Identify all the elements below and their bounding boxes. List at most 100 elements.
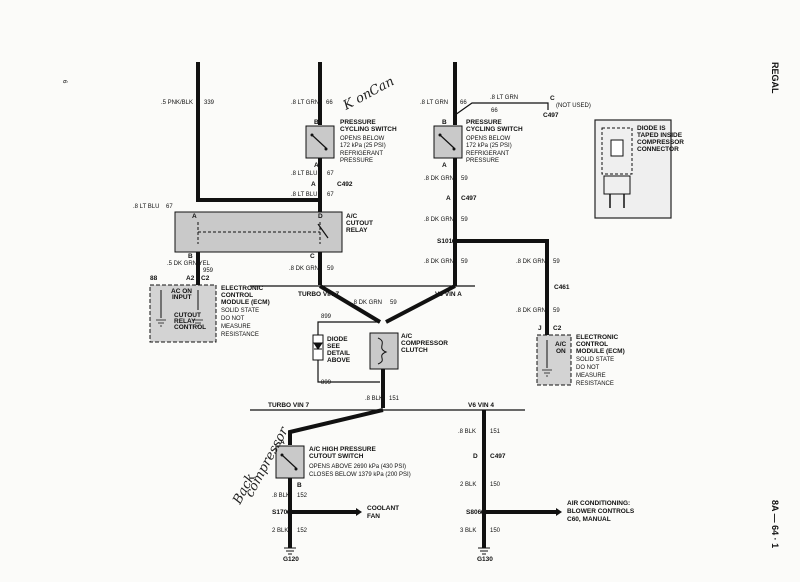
component-text: 172 kPa (25 PSI)	[340, 143, 386, 149]
wire-circuit: 59	[461, 176, 468, 182]
ecm-text: RELAY	[174, 318, 196, 325]
wire-circuit: 59	[327, 266, 334, 272]
component-title: ELECTRONIC	[221, 285, 264, 292]
wire-label: 3 BLK	[460, 528, 476, 534]
wire-lt-grn-c497	[454, 102, 549, 116]
wire-label: .5 PNK/BLK	[161, 100, 193, 106]
component-title: A/C HIGH PRESSURE	[309, 446, 376, 453]
wire-to-hp-switch	[288, 408, 384, 445]
wire-diode	[317, 321, 380, 383]
wire-label: .8 DK GRN	[424, 176, 454, 182]
wire-circuit: 151	[490, 429, 501, 435]
ground-label: G130	[477, 556, 493, 563]
wire-circuit: 66	[460, 100, 467, 106]
wire-label: .8 LT GRN	[420, 100, 448, 106]
wire-circuit: 899	[321, 314, 332, 320]
splice-label: S806	[466, 509, 482, 516]
wire-label: .8 LT GRN	[490, 95, 518, 101]
detail-text: DIODE IS	[637, 125, 666, 132]
wire-label: 2 BLK	[460, 482, 476, 488]
ecm-right	[536, 334, 572, 386]
pin-label: 88	[150, 275, 158, 282]
pin-label: B	[314, 119, 319, 126]
component-text: MEASURE	[576, 373, 606, 379]
diode-detail-box	[594, 119, 672, 219]
wire-circuit: 66	[491, 108, 498, 114]
component-text: CUTOUT SWITCH	[309, 453, 364, 460]
component-text: MODULE (ECM)	[576, 348, 625, 355]
wire-circuit: 152	[297, 528, 308, 534]
component-title: PRESSURE	[466, 119, 502, 126]
pin-label: B	[188, 253, 193, 260]
variant-label: V6 VIN A	[435, 291, 462, 298]
pin-label: B	[442, 119, 447, 126]
component-text: RESISTANCE	[221, 332, 259, 338]
page-number: 8A — 64 · 1	[770, 500, 780, 548]
component-text: OPENS BELOW	[466, 136, 511, 142]
connector-label: C2	[201, 275, 210, 282]
ecm-text: CUTOUT	[174, 312, 201, 319]
connector-label: C2	[553, 325, 562, 332]
component-text: CYCLING SWITCH	[340, 126, 397, 133]
ecm-text: AC ON	[171, 288, 192, 295]
component-text: CONTROL	[221, 292, 253, 299]
component-text: RESISTANCE	[576, 381, 614, 387]
wire-label: .8 DK GRN	[516, 308, 546, 314]
component-text: CUTOUT	[346, 220, 373, 227]
component-text: DO NOT	[221, 316, 245, 322]
wire-circuit: 150	[490, 528, 501, 534]
component-title: PRESSURE	[340, 119, 376, 126]
pin-label: C	[550, 95, 555, 102]
component-title: A/C	[401, 333, 413, 340]
wire-label: .8 DK GRN	[424, 259, 454, 265]
ecm-text: INPUT	[172, 294, 192, 301]
connector-label: C492	[337, 181, 353, 188]
diode-text: ABOVE	[327, 357, 351, 364]
component-text: CONTROL	[576, 341, 608, 348]
component-text: OPENS ABOVE 2690 kPa (430 PSI)	[309, 464, 406, 470]
component-text: REFRIGERANT	[466, 151, 509, 157]
wire-circuit: 67	[327, 192, 334, 198]
component-text: DO NOT	[576, 365, 600, 371]
pin-label: D	[318, 213, 323, 220]
pin-label: A	[442, 162, 447, 169]
wire-dk-grn-to-ecm	[455, 239, 549, 335]
component-text: OPENS BELOW	[340, 136, 385, 142]
wire-circuit: 339	[204, 100, 215, 106]
diode-text: DETAIL	[327, 350, 350, 357]
pin-label: A	[192, 213, 197, 220]
section-title: REGAL	[770, 62, 780, 94]
wire-label: 2 BLK	[272, 528, 288, 534]
component-text: COOLANT	[367, 505, 399, 512]
wire-circuit: 899	[321, 380, 332, 386]
variant-label: TURBO VIN 7	[298, 291, 340, 298]
wire-circuit: 152	[297, 493, 308, 499]
component-text: FAN	[367, 513, 380, 520]
pin-label: B	[297, 482, 302, 489]
variant-label: TURBO VIN 7	[268, 402, 310, 409]
wire-label: .8 DK GRN	[516, 259, 546, 265]
wire-label: .8 BLK	[272, 493, 290, 499]
wire-label: .8 LT BLU	[133, 204, 159, 210]
wire-circuit: 59	[390, 300, 397, 306]
ecm-text: A/C	[555, 341, 567, 348]
wire-label: .8 LT BLU	[291, 192, 317, 198]
pin-label: A	[280, 439, 285, 446]
connector-label: C461	[554, 284, 570, 291]
wire-label: .8 DK GRN	[424, 217, 454, 223]
pin-label: D	[473, 453, 478, 460]
component-text: CLUTCH	[401, 347, 428, 354]
wire-turbo-to-clutch	[318, 284, 382, 324]
pin-label: C	[310, 253, 315, 260]
detail-text: CONNECTOR	[637, 146, 679, 153]
diode-text: DIODE	[327, 336, 348, 343]
detail-text: TAPED INSIDE	[637, 132, 683, 139]
wire-circuit: 59	[553, 259, 560, 265]
component-title: ELECTRONIC	[576, 334, 619, 341]
wire-pnk-blk	[196, 62, 322, 212]
splice-label: S101	[437, 238, 453, 245]
variant-label: V6 VIN 4	[468, 402, 494, 409]
diode-text: SEE	[327, 343, 341, 350]
